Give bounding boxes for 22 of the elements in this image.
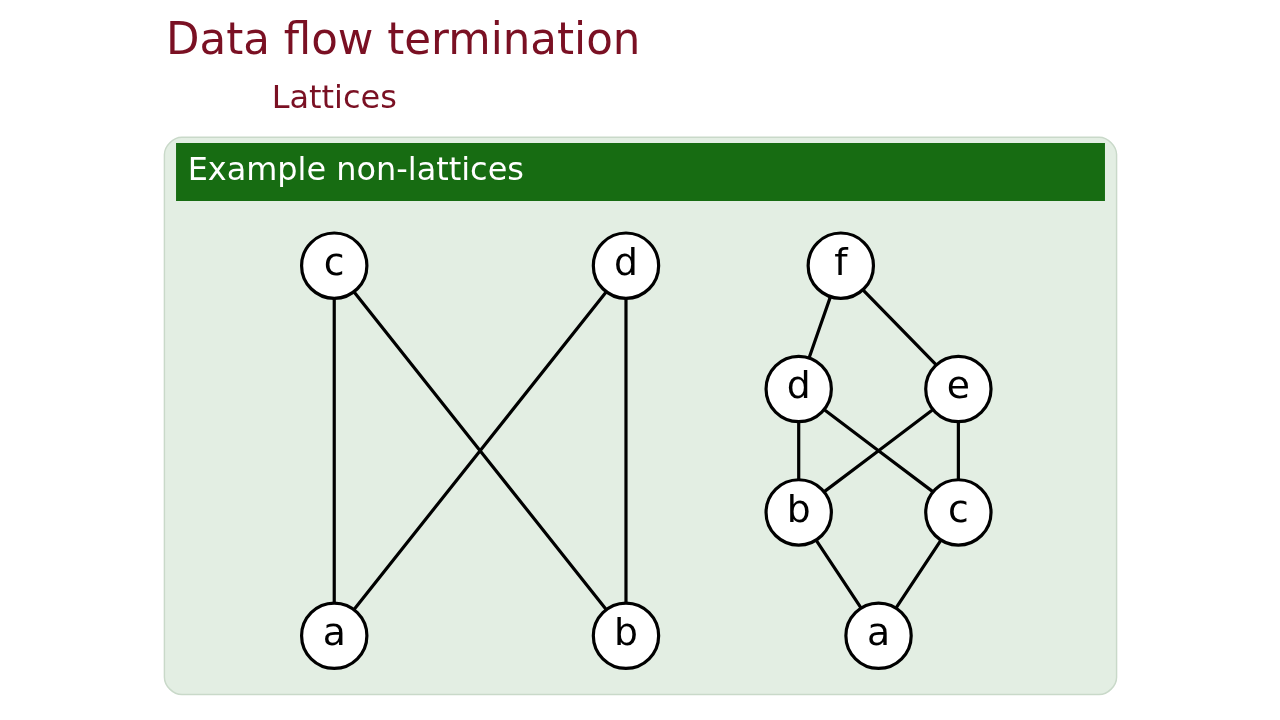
connector [814, 539, 862, 609]
label: Lattices [271, 77, 397, 116]
node-circle: b [763, 478, 833, 547]
connector [796, 422, 800, 480]
diagram-title: Data flow termination [165, 14, 640, 65]
node-circle: d [591, 231, 660, 300]
connector [861, 288, 937, 366]
connector [822, 408, 934, 493]
node-circle: f [806, 231, 875, 300]
node-circle: c [923, 478, 993, 547]
node-circle: c [299, 231, 368, 300]
connector [807, 296, 832, 359]
node-circle: d [763, 354, 833, 424]
node-circle: b [591, 601, 660, 671]
connector [352, 291, 607, 611]
node-circle: a [843, 601, 913, 671]
node-circle: a [299, 601, 368, 671]
connector [332, 298, 336, 604]
node-circle: e [923, 354, 993, 424]
connector [956, 422, 960, 480]
connector [623, 298, 628, 604]
connector [894, 539, 942, 609]
